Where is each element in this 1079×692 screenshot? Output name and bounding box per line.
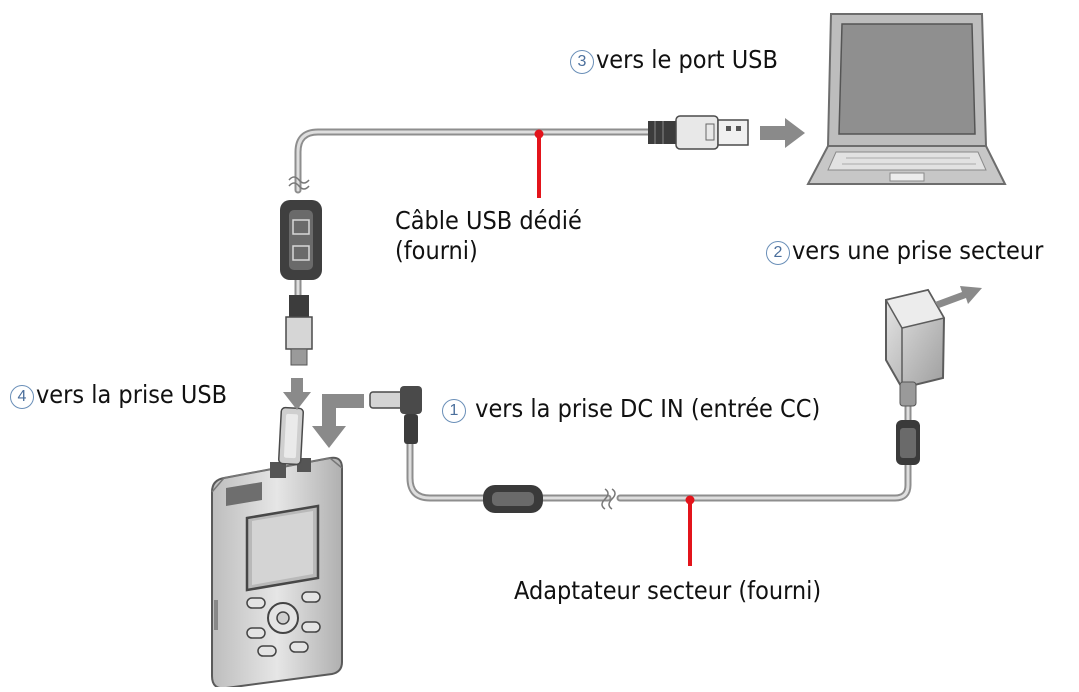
- usb-a-plug: [648, 115, 749, 150]
- step-number-badge: 2: [766, 241, 790, 265]
- arrow-to-dc-jack-icon: [312, 394, 364, 448]
- label-ac-adapter: Adaptateur secteur (fourni): [514, 576, 821, 606]
- label-text: Adaptateur secteur (fourni): [514, 576, 822, 605]
- laptop-icon: [806, 13, 1007, 185]
- mini-usb-plug: [285, 295, 313, 366]
- label-line-1: Câble USB dédié: [395, 206, 582, 235]
- usb-ferrite-core: [280, 200, 322, 280]
- arrow-to-laptop-icon: [760, 118, 805, 148]
- label-line-2: (fourni): [395, 236, 478, 265]
- label-text: vers une prise secteur: [792, 236, 1044, 265]
- label-text: vers la prise USB: [36, 380, 228, 409]
- adapter-ferrite-core: [896, 420, 920, 465]
- step-number-badge: 1: [442, 399, 466, 423]
- label-text: vers la prise DC IN (entrée CC): [475, 394, 821, 423]
- label-text: vers le port USB: [596, 45, 778, 74]
- usb-jack-plug: [278, 406, 304, 466]
- ac-ferrite-core: [483, 485, 543, 513]
- arrow-to-outlet-icon: [935, 286, 982, 308]
- label-usb-cable: Câble USB dédié (fourni): [395, 206, 582, 266]
- label-dc-in: 1 vers la prise DC IN (entrée CC): [442, 394, 820, 424]
- callout-ac-adapter: [685, 495, 695, 566]
- step-number-badge: 4: [10, 385, 34, 409]
- ac-adapter-icon: [884, 288, 946, 407]
- player-device-icon: [211, 456, 343, 690]
- arrow-to-usb-jack-icon: [283, 378, 311, 410]
- step-number-badge: 3: [570, 50, 594, 74]
- dc-plug: [369, 386, 422, 444]
- callout-usb-cable: [534, 129, 544, 198]
- ac-adapter-cable: [406, 361, 912, 510]
